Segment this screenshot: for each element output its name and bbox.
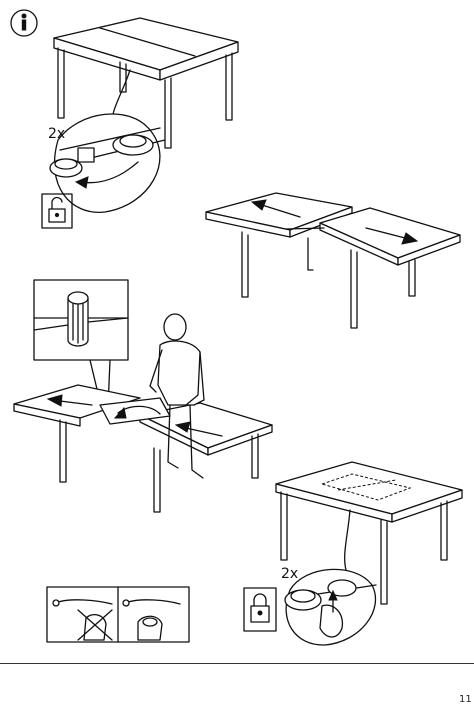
- info-icon: [10, 9, 38, 37]
- step5-count-label: 2x: [281, 566, 298, 582]
- table-with-leaf-illustration: [275, 461, 463, 605]
- table-closed-illustration: [53, 17, 239, 149]
- page-number: 11: [459, 694, 472, 705]
- step1-count-label: 2x: [48, 126, 65, 142]
- lock-icon: [243, 587, 277, 632]
- dowel-detail-box: [33, 279, 129, 411]
- pinch-ok-icon: [122, 599, 181, 641]
- arrow-icon: [46, 394, 223, 437]
- lock-mechanism-detail: [49, 113, 166, 213]
- unlock-icon: [41, 193, 73, 229]
- person-illustration: [149, 313, 205, 479]
- arrow-icon: [250, 199, 419, 245]
- lock-detail-circle: [284, 568, 377, 646]
- table-extended-illustration: [13, 384, 273, 513]
- pinch-warning-panel: [46, 586, 190, 643]
- table-opening-illustration: [205, 192, 461, 329]
- no-pinch-icon: [52, 599, 113, 641]
- footer-divider: [0, 663, 474, 664]
